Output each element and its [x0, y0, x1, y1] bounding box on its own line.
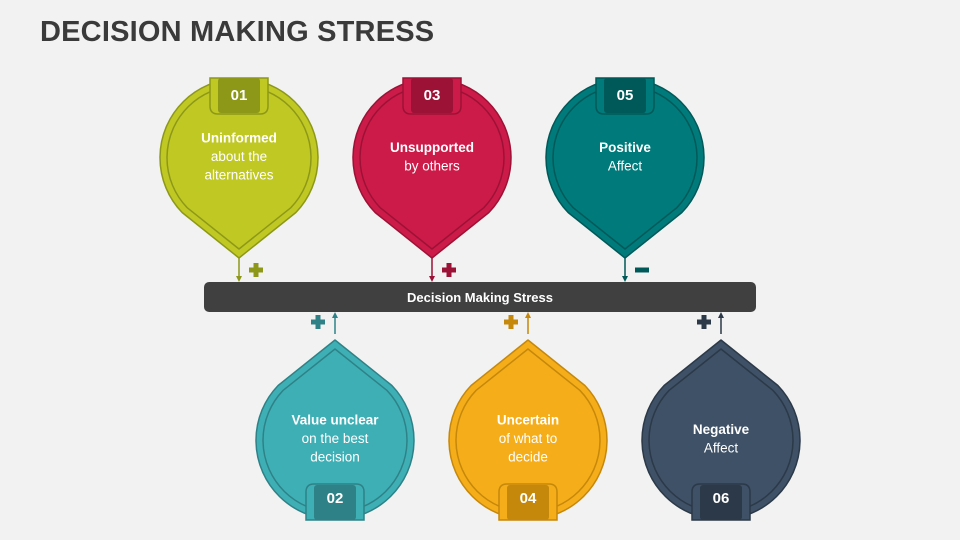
- center-bar-label: Decision Making Stress: [407, 290, 553, 305]
- item-label-line: Positive: [599, 140, 651, 155]
- arrow-up-icon: [332, 312, 338, 318]
- arrow-down-icon: [429, 276, 435, 282]
- item-label-line: by others: [404, 158, 460, 173]
- item-label-line: decide: [508, 450, 548, 465]
- drop-05: [545, 77, 705, 259]
- item-label-line: about the: [211, 149, 267, 164]
- number-tab: [700, 485, 742, 520]
- item-number: 03: [424, 87, 441, 104]
- arrow-up-icon: [718, 312, 724, 318]
- item-number: 05: [617, 87, 634, 104]
- arrow-down-icon: [236, 276, 242, 282]
- item-label-line: Negative: [693, 422, 750, 437]
- number-tab: [411, 78, 453, 113]
- item-number: 06: [713, 490, 730, 507]
- arrow-down-icon: [622, 276, 628, 282]
- item-label-line: alternatives: [204, 168, 273, 183]
- item-label-line: Unsupported: [390, 140, 474, 155]
- drop-01: [159, 77, 319, 259]
- number-tab: [218, 78, 260, 113]
- number-tab: [314, 485, 356, 520]
- page-title: DECISION MAKING STRESS: [40, 16, 435, 48]
- item-label-line: of what to: [499, 431, 558, 446]
- minus-icon: [635, 267, 649, 273]
- plus-icon-vertical: [253, 263, 259, 277]
- drop-06: [641, 339, 801, 521]
- item-label-line: Value unclear: [291, 413, 379, 428]
- drop-03: [352, 77, 512, 259]
- item-label-line: Affect: [704, 440, 739, 455]
- item-label-line: on the best: [302, 431, 369, 446]
- item-label-line: Uninformed: [201, 131, 277, 146]
- item-number: 02: [327, 490, 344, 507]
- drop-04: [448, 339, 608, 521]
- drop-02: [255, 339, 415, 521]
- arrow-up-icon: [525, 312, 531, 318]
- item-label-line: decision: [310, 450, 360, 465]
- item-number: 01: [231, 87, 248, 104]
- number-tab: [604, 78, 646, 113]
- plus-icon-vertical: [508, 315, 514, 329]
- plus-icon-vertical: [446, 263, 452, 277]
- item-label-line: Uncertain: [497, 413, 559, 428]
- plus-icon-vertical: [701, 315, 707, 329]
- item-number: 04: [520, 490, 537, 507]
- center-bar: [204, 282, 756, 312]
- plus-icon-vertical: [315, 315, 321, 329]
- item-label-line: Affect: [608, 158, 643, 173]
- number-tab: [507, 485, 549, 520]
